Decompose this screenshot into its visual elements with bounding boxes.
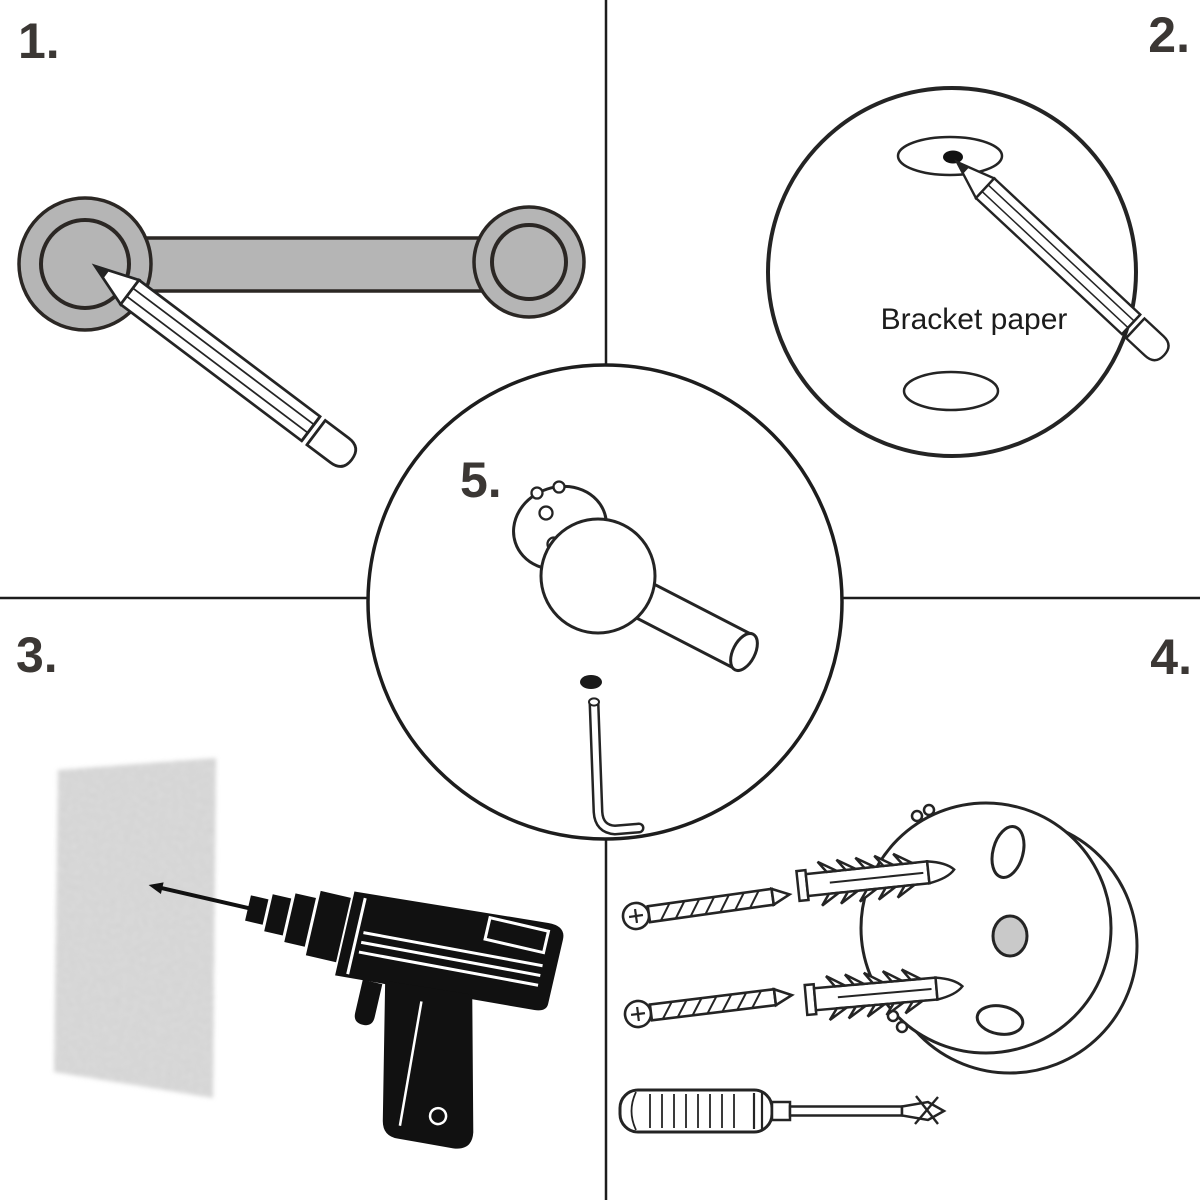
drill-icon (148, 882, 564, 1149)
drill-chuck (245, 890, 351, 963)
mounting-bracket-icon (859, 801, 1139, 1075)
step2-label: 2. (1148, 7, 1190, 63)
drill-trigger (354, 979, 383, 1026)
drill-bit-tip (148, 882, 164, 895)
screw-icon (622, 980, 795, 1030)
step1-label: 1. (18, 13, 60, 69)
towel-bar-icon (17, 196, 586, 332)
bracket-slot-top (990, 825, 1026, 879)
bar-end-cap (729, 631, 759, 673)
step4-label: 4. (1150, 629, 1192, 685)
pencil-mark-dot (943, 150, 963, 164)
step3-panel: 3. (16, 627, 564, 1149)
screwdriver-shaft (788, 1105, 904, 1117)
phillips-cross-line (914, 1096, 939, 1125)
step2-panel: Bracket paper 2. (766, 7, 1190, 458)
bracket-slot-bottom (975, 1004, 1025, 1036)
drill-body-details (346, 897, 551, 987)
drill-bit (157, 885, 251, 911)
bracket-hole-center (991, 914, 1029, 958)
step5-panel: 5. (366, 363, 844, 841)
bracket-rim-tabs (886, 803, 936, 1034)
bracket-paper-circle (766, 86, 1138, 458)
allen-key-icon (588, 697, 645, 836)
set-screw-hole (580, 675, 602, 689)
flange-cover (539, 517, 657, 635)
step3-label: 3. (16, 627, 58, 683)
screwdriver-handle-ribs (630, 1091, 764, 1131)
screwdriver-neck (770, 1100, 792, 1122)
step5-label: 5. (460, 452, 502, 508)
step1-panel: 1. (17, 13, 586, 474)
drill-handle (382, 980, 474, 1149)
allen-key-end-face (588, 697, 600, 707)
bracket-paper-caption: Bracket paper (881, 303, 1068, 336)
screwdriver-phillips-tip (900, 1100, 947, 1122)
drill-handle-details (398, 1001, 448, 1126)
wall-texture (54, 758, 216, 1098)
step4-panel: 4. (618, 629, 1192, 1134)
screwdriver-handle (618, 1088, 774, 1134)
screw-icon (620, 880, 793, 932)
screwdriver-icon (618, 1088, 947, 1134)
template-hole-bottom (902, 370, 1000, 412)
